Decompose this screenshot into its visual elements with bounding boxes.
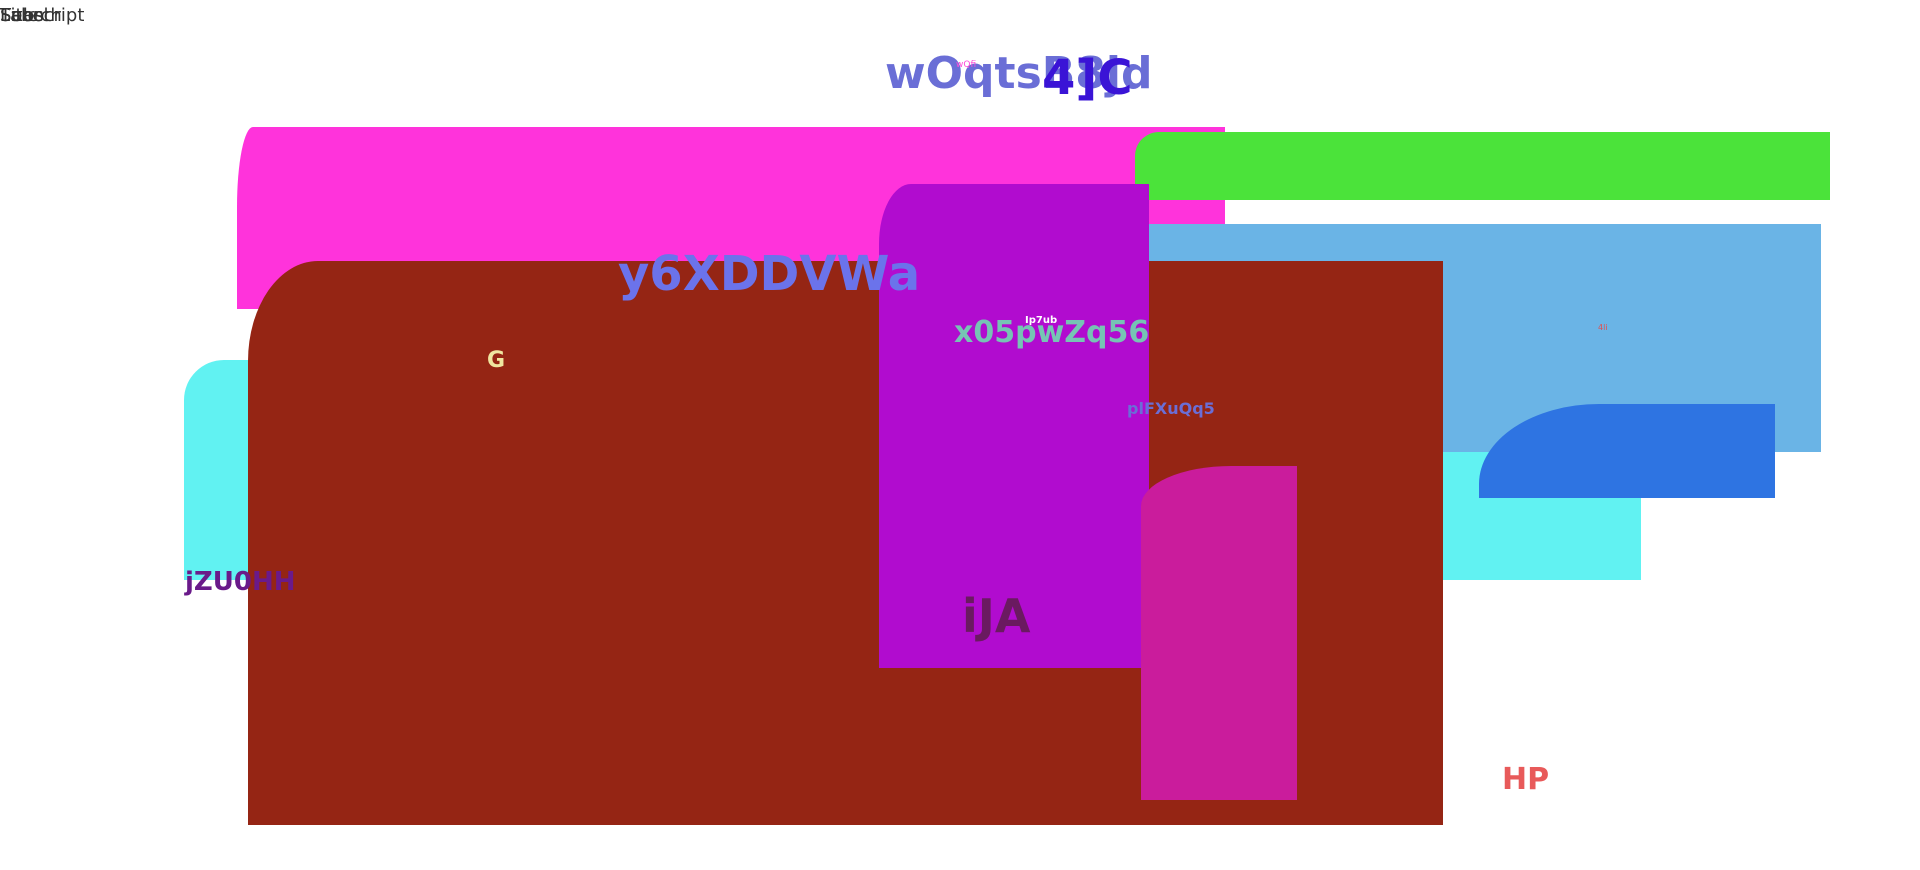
green-panel [1135, 132, 1830, 200]
corner-label: Search [0, 5, 62, 26]
corner-label: Label [0, 5, 49, 26]
pink-panel [1141, 466, 1297, 800]
tiny-top-text: wQfi [956, 60, 977, 70]
heading-y6x: y6XDDVWa [618, 246, 921, 302]
label-plf: plFXuQq5 [1127, 399, 1215, 418]
label-hp: HP [1502, 762, 1550, 797]
label-x05: x05pwZq56 [954, 315, 1150, 350]
title-overlap-text: 4]C [1042, 50, 1133, 106]
page-title: wOqtsB8jd [885, 48, 1153, 99]
corner-label: Subscript [0, 5, 85, 26]
label-g: G [487, 348, 506, 373]
tiny-label-4li: 4li [1598, 323, 1608, 332]
corner-label: Title [0, 5, 39, 26]
blue-panel [1479, 404, 1775, 498]
small-label-ip7: Ip7ub [1025, 315, 1058, 326]
label-jzu: jZU0HH [185, 567, 296, 597]
purple-panel [879, 184, 1149, 668]
label-ija: iJA [962, 589, 1031, 643]
